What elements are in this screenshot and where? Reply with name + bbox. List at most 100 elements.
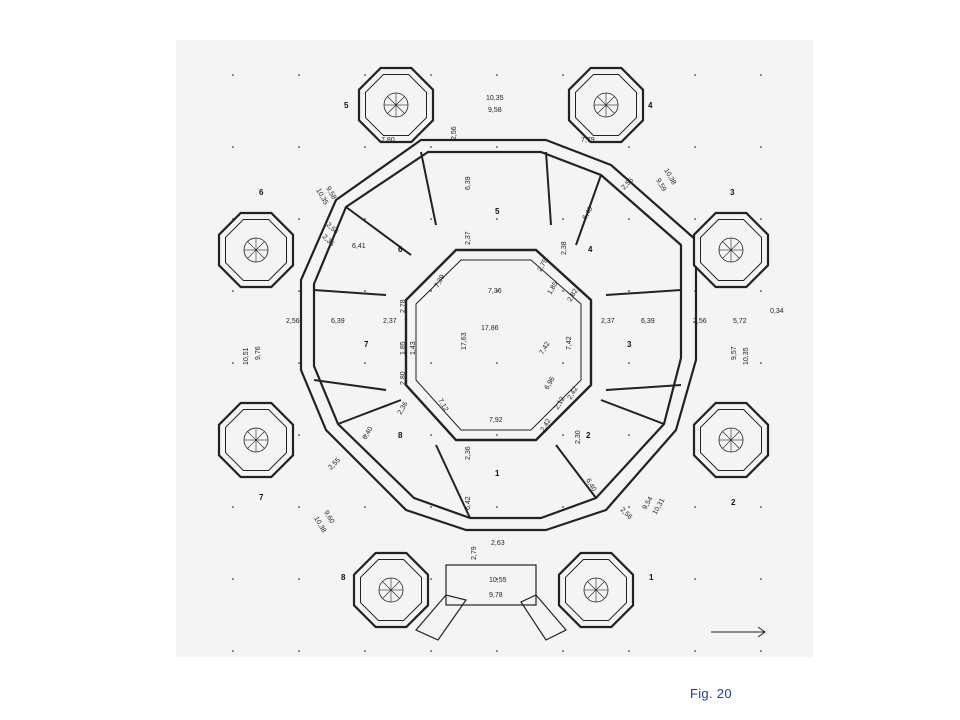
- tower-4: [567, 66, 645, 144]
- grid-dot: [760, 218, 762, 220]
- floor-plan-image: 7,36 17,86 17,63 7,92 7,42 10,35 9,58 10…: [176, 40, 813, 657]
- grid-dot: [496, 362, 498, 364]
- small-c-label: 1,43: [410, 341, 417, 355]
- figure-caption: Fig. 20: [690, 686, 732, 701]
- diag-se-inner: 9,54: [642, 496, 655, 511]
- small-b-label: 1,85: [400, 341, 407, 355]
- tower-number-1: 1: [649, 573, 654, 582]
- grid-dot: [496, 650, 498, 652]
- room-depth-e: 6,39: [641, 318, 655, 325]
- grid-dot: [430, 146, 432, 148]
- room-number-6: 6: [398, 245, 403, 254]
- grid-dot: [496, 218, 498, 220]
- room-depth-n: 6,39: [465, 176, 472, 190]
- hall-width-label: 17,86: [481, 325, 499, 332]
- grid-dot: [430, 506, 432, 508]
- grid-dot: [364, 290, 366, 292]
- bottom-outer-dim: 10,55: [489, 577, 507, 584]
- tower-top-left-dim: 7,80: [381, 137, 395, 144]
- room-depth-sw: 6,40: [362, 426, 375, 441]
- room-number-4: 4: [588, 245, 593, 254]
- grid-dot: [562, 290, 564, 292]
- grid-dot: [562, 362, 564, 364]
- grid-dot: [694, 146, 696, 148]
- grid-dot: [232, 290, 234, 292]
- grid-dot: [364, 218, 366, 220]
- room-number-1: 1: [495, 469, 500, 478]
- grid-dot: [298, 650, 300, 652]
- corr-c-label: 6,96: [544, 376, 557, 391]
- wall-a-se: 2,56: [619, 506, 634, 521]
- wall-c-label: 2,36: [397, 401, 410, 416]
- room-number-2: 2: [586, 431, 591, 440]
- room-number-8: 8: [398, 431, 403, 440]
- grid-dot: [430, 290, 432, 292]
- grid-dot: [364, 506, 366, 508]
- wall-b-top: 2,37: [465, 231, 472, 245]
- tower-number-5: 5: [344, 101, 349, 110]
- grid-dot: [760, 362, 762, 364]
- grid-dot: [430, 650, 432, 652]
- small-d-label: 2,80: [400, 371, 407, 385]
- grid-dot: [430, 218, 432, 220]
- wall-a-right: 2,56: [693, 318, 707, 325]
- grid-dot: [628, 290, 630, 292]
- bottom-entry-b-dim: 2,79: [471, 546, 478, 560]
- grid-dot: [562, 650, 564, 652]
- grid-dot: [628, 434, 630, 436]
- right-small-dim: 0,34: [770, 308, 784, 315]
- wall-a-top: 2,56: [451, 126, 458, 140]
- grid-dot: [496, 146, 498, 148]
- right-extra-dim: 5,72: [733, 318, 747, 325]
- outer-wall: [299, 138, 698, 532]
- grid-dot: [430, 578, 432, 580]
- room-depth-nw: 6,41: [352, 243, 366, 250]
- tower-top-right-dim: 7,79: [581, 137, 595, 144]
- small-l-label: 7,42: [539, 341, 552, 356]
- grid-dot: [760, 74, 762, 76]
- diag-ne-inner: 9,59: [654, 178, 667, 193]
- room-depth-w: 6,39: [331, 318, 345, 325]
- grid-dot: [298, 362, 300, 364]
- grid-dot: [694, 74, 696, 76]
- grid-dot: [430, 362, 432, 364]
- room-number-7: 7: [364, 340, 369, 349]
- tower-number-4: 4: [648, 101, 653, 110]
- grid-dot: [298, 146, 300, 148]
- tower-2: [692, 401, 770, 479]
- wall-c-bottom: 2,36: [465, 446, 472, 460]
- tower-number-6: 6: [259, 188, 264, 197]
- bottom-entry-dim: 2,63: [491, 540, 505, 547]
- hall-side-b-label: 7,92: [489, 417, 503, 424]
- grid-dot: [562, 74, 564, 76]
- tower-7: [217, 401, 295, 479]
- tower-number-3: 3: [730, 188, 735, 197]
- grid-dot: [232, 578, 234, 580]
- grid-dot: [760, 290, 762, 292]
- grid-dot: [364, 434, 366, 436]
- grid-dot: [628, 506, 630, 508]
- grid-dot: [298, 290, 300, 292]
- diag-sw-outer: 10,38: [312, 516, 327, 535]
- wall-e-sw: 2,55: [327, 457, 342, 472]
- room-depth-s: 6,42: [465, 496, 472, 510]
- grid-dot: [232, 506, 234, 508]
- hall-side-label: 7,36: [488, 288, 502, 295]
- grid-dot: [496, 434, 498, 436]
- wall-b-left: 2,37: [383, 318, 397, 325]
- grid-dot: [430, 74, 432, 76]
- wall-d-label: 2,38: [561, 241, 568, 255]
- grid-dot: [298, 434, 300, 436]
- grid-dot: [298, 506, 300, 508]
- tower-6: [217, 211, 295, 289]
- left-inner-dim: 9,76: [255, 346, 262, 360]
- room-depth-ne: 6,40: [582, 206, 595, 221]
- small-k-label: 2,30: [575, 430, 582, 444]
- right-outer-dim: 10,35: [743, 347, 750, 365]
- grid-dot: [496, 290, 498, 292]
- grid-dot: [232, 74, 234, 76]
- small-a-label: 2,78: [400, 299, 407, 313]
- wall-a-left: 2,56: [286, 318, 300, 325]
- grid-dot: [496, 506, 498, 508]
